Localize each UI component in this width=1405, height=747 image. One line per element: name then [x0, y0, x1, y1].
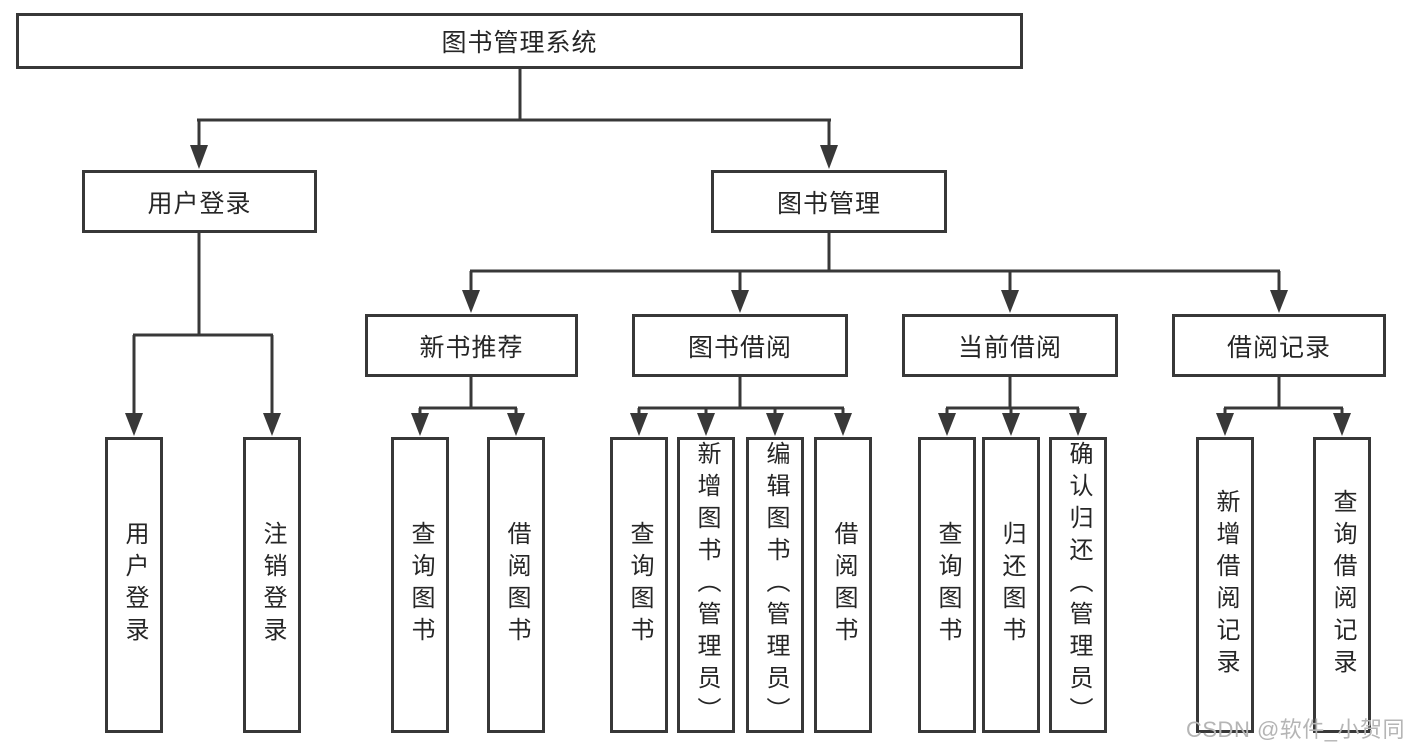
- leaf-label: 归还图书: [998, 521, 1025, 649]
- leaf-query-borrow-record: 查询借阅记录: [1313, 437, 1371, 733]
- arrow-down: [938, 413, 956, 436]
- arrow-down: [630, 413, 648, 436]
- leaf-return-books: 归还图书: [982, 437, 1040, 733]
- node-current-borrowing: 当前借阅: [902, 314, 1118, 377]
- node-library-management-system: 图书管理系统: [16, 13, 1023, 69]
- leaf-add-books-admin: 新增图书（管理员）: [677, 437, 735, 733]
- arrow-down: [1216, 413, 1234, 436]
- arrow-down: [1069, 413, 1087, 436]
- arrow-down: [411, 413, 429, 436]
- leaf-label: 借阅图书: [503, 521, 530, 649]
- leaf-label: 新增图书（管理员）: [693, 441, 720, 729]
- node-new-book-recommendation: 新书推荐: [365, 314, 578, 377]
- leaf-label: 查询图书: [934, 521, 961, 649]
- leaf-label: 用户登录: [121, 521, 148, 649]
- leaf-label: 查询图书: [626, 521, 653, 649]
- leaf-edit-books-admin: 编辑图书（管理员）: [746, 437, 804, 733]
- arrow-down: [697, 413, 715, 436]
- leaf-logout-login: 注销登录: [243, 437, 301, 733]
- leaf-confirm-return-admin: 确认归还（管理员）: [1049, 437, 1107, 733]
- arrow-down: [1333, 413, 1351, 436]
- node-label: 新书推荐: [419, 333, 524, 362]
- leaf-query-books-borrowing: 查询图书: [610, 437, 668, 733]
- leaf-borrow-books-recommend: 借阅图书: [487, 437, 545, 733]
- leaf-label: 确认归还（管理员）: [1065, 441, 1092, 729]
- arrow-down: [263, 413, 281, 436]
- arrow-down: [1270, 290, 1288, 313]
- node-label: 图书管理: [776, 189, 881, 218]
- arrow-down: [731, 290, 749, 313]
- node-label: 图书管理系统: [441, 29, 598, 57]
- arrow-down: [1001, 290, 1019, 313]
- node-label: 借阅记录: [1226, 333, 1331, 362]
- watermark: CSDN @软件_小贺同学: [1186, 717, 1405, 742]
- connector-arrows: [125, 145, 1351, 436]
- node-borrowing-records: 借阅记录: [1172, 314, 1386, 377]
- leaf-add-borrow-record: 新增借阅记录: [1196, 437, 1254, 733]
- leaf-label: 新增借阅记录: [1212, 489, 1239, 681]
- node-book-borrowing: 图书借阅: [632, 314, 848, 377]
- leaf-label: 查询图书: [407, 521, 434, 649]
- arrow-down: [766, 413, 784, 436]
- arrow-down: [190, 145, 208, 169]
- arrow-down: [507, 413, 525, 436]
- node-user-login: 用户登录: [82, 170, 317, 233]
- arrow-down: [1002, 413, 1020, 436]
- arrow-down: [820, 145, 838, 169]
- leaf-label: 编辑图书（管理员）: [762, 441, 789, 729]
- leaf-label: 借阅图书: [830, 521, 857, 649]
- node-label: 图书借阅: [687, 333, 792, 362]
- node-label: 用户登录: [147, 189, 252, 218]
- leaf-query-books-current: 查询图书: [918, 437, 976, 733]
- node-label: 当前借阅: [957, 333, 1062, 362]
- leaf-query-books-recommend: 查询图书: [391, 437, 449, 733]
- node-book-management: 图书管理: [711, 170, 947, 233]
- leaf-borrow-books-borrowing: 借阅图书: [814, 437, 872, 733]
- arrow-down: [834, 413, 852, 436]
- arrow-down: [125, 413, 143, 436]
- leaf-user-login: 用户登录: [105, 437, 163, 733]
- leaf-label: 注销登录: [259, 521, 286, 649]
- leaf-label: 查询借阅记录: [1329, 489, 1356, 681]
- arrow-down: [462, 290, 480, 313]
